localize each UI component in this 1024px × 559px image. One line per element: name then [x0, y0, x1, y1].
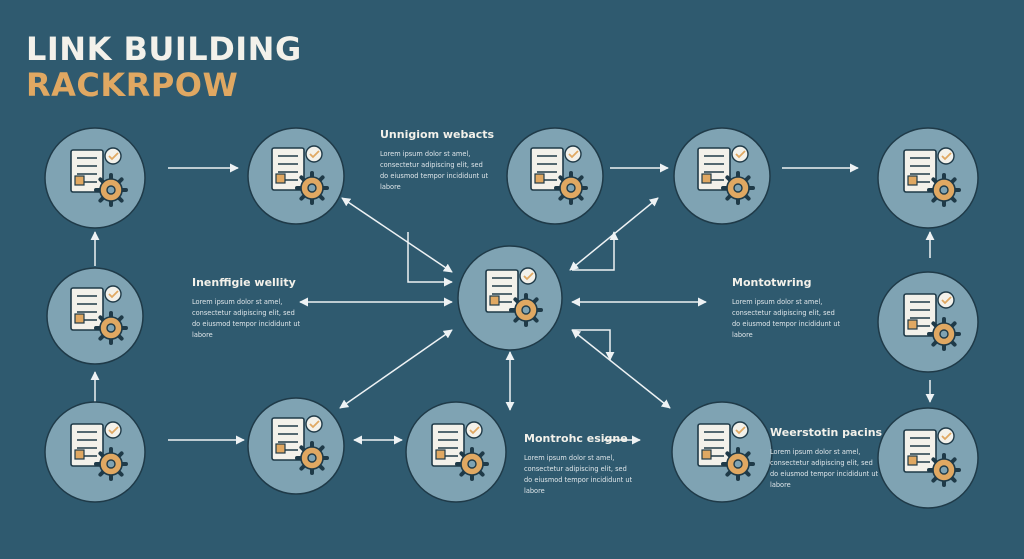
checklist-clipboard-icon [247, 127, 345, 225]
gears-dashboard-icon [877, 127, 979, 229]
report-chart-icon [673, 127, 771, 225]
section-body: Lorem ipsum dolor st amel, consectetur a… [524, 454, 633, 495]
document-pen-icon [44, 401, 146, 503]
arrow-h4 [572, 231, 619, 271]
arrow-h9 [572, 329, 615, 361]
section-heading: Montotwring [732, 276, 812, 289]
section-heading: Weerstotin pacins [770, 426, 883, 439]
section-montotwring: Montotwring Lorem ipsum dolor st amel, c… [732, 276, 842, 341]
arrow-h1 [341, 197, 453, 273]
arrow-h2 [407, 232, 453, 287]
section-weerstotin: Weerstotin pacins Lorem ipsum dolor st a… [770, 426, 882, 491]
arrow-h7 [339, 329, 453, 409]
section-inenffigie: Inenffigie wellity Lorem ipsum dolor st … [192, 276, 302, 341]
page-title: LINK BUILDING [26, 30, 302, 68]
document-gear-icon [671, 401, 773, 503]
section-body: Lorem ipsum dolor st amel, consectetur a… [380, 150, 489, 191]
section-heading: Unnigiom webacts [380, 128, 495, 141]
section-body: Lorem ipsum dolor st amel, consectetur a… [732, 298, 841, 339]
server-documents-icon [877, 407, 979, 509]
section-body: Lorem ipsum dolor st amel, consectetur a… [770, 448, 879, 489]
monitor-meeting-icon [247, 397, 345, 495]
section-heading: Montrohc esigne [524, 432, 628, 445]
profile-card-icon [877, 271, 979, 373]
central-hub-icon [457, 245, 563, 351]
page-subtitle: RACKRPOW [26, 66, 239, 104]
arrow-h8 [571, 329, 671, 409]
section-body: Lorem ipsum dolor st amel, consectetur a… [192, 298, 301, 339]
idea-hand-icon [405, 401, 507, 503]
browser-search-icon [506, 127, 604, 225]
handshake-chart-icon [46, 267, 144, 365]
section-heading: Inenffigie wellity [192, 276, 296, 289]
lightbulb-gears-icon [44, 127, 146, 229]
section-montrohc: Montrohc esigne Lorem ipsum dolor st ame… [524, 432, 634, 497]
section-unnigiom: Unnigiom webacts Lorem ipsum dolor st am… [380, 128, 494, 193]
